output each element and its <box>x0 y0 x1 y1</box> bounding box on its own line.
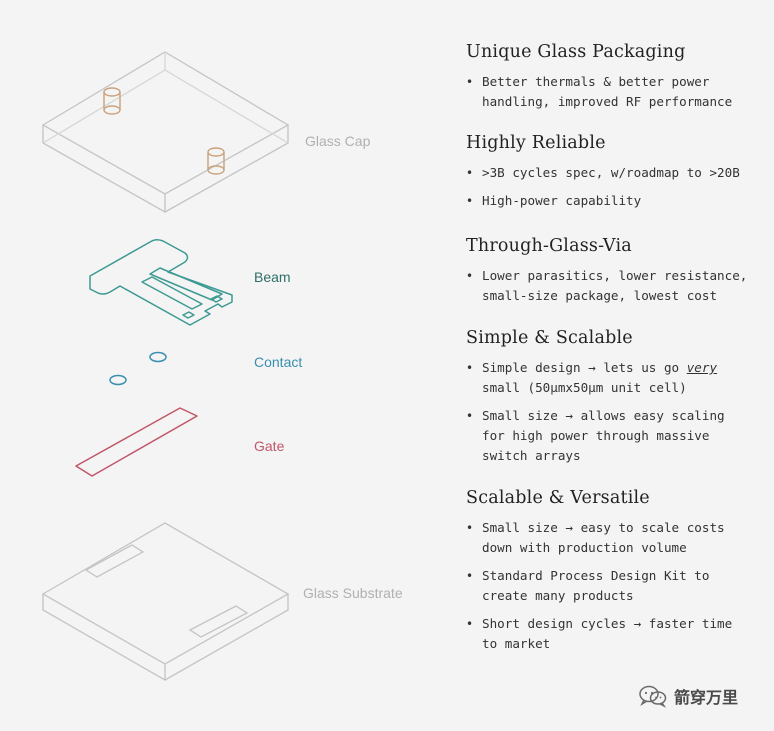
contact-label: Contact <box>254 354 302 370</box>
bullet-item: >3B cycles spec, w/roadmap to >20B <box>466 163 740 183</box>
section-unique-glass-packaging: Unique Glass Packaging Better thermals &… <box>466 42 732 120</box>
bullet-text-post: small (50μmx50μm unit cell) <box>482 380 687 395</box>
glass-cap-front-left <box>42 125 166 214</box>
glass-cap-top <box>41 51 290 195</box>
beam-label: Beam <box>254 269 291 285</box>
bullet-list: >3B cycles spec, w/roadmap to >20B High-… <box>466 163 740 211</box>
section-through-glass-via: Through-Glass-Via Lower parasitics, lowe… <box>466 236 747 314</box>
section-highly-reliable: Highly Reliable >3B cycles spec, w/roadm… <box>466 133 740 219</box>
glass-cap-label: Glass Cap <box>305 133 371 149</box>
beam-pad-2 <box>182 311 195 319</box>
bullet-list: Better thermals & better power handling,… <box>466 72 732 112</box>
section-title: Scalable & Versatile <box>466 488 650 508</box>
glass-substrate-top <box>41 522 290 665</box>
glass-substrate-front-right <box>164 594 289 681</box>
glass-cap <box>41 51 290 214</box>
section-title: Through-Glass-Via <box>466 236 632 256</box>
section-scalable-versatile: Scalable & Versatile Small size → easy t… <box>466 488 732 662</box>
glass-substrate-label: Glass Substrate <box>303 585 403 601</box>
watermark-text: 箭穿万里 <box>674 688 739 707</box>
bullet-list: Lower parasitics, lower resistance, smal… <box>466 266 747 306</box>
gate-label: Gate <box>254 438 285 454</box>
bullet-list: Small size → easy to scale costs down wi… <box>466 518 732 654</box>
watermark: 箭穿万里 <box>638 684 738 708</box>
through-glass-via-2 <box>207 147 225 175</box>
substrate-pad-1 <box>84 544 145 578</box>
glass-cap-front-right <box>164 125 289 213</box>
bullet-text-pre: Simple design → lets us go <box>482 360 687 375</box>
gate <box>75 407 198 477</box>
bullet-item: Lower parasitics, lower resistance, smal… <box>466 266 747 306</box>
through-glass-via-1 <box>103 87 121 115</box>
bullet-item: Simple design → lets us go very small (5… <box>466 358 725 398</box>
section-simple-scalable: Simple & Scalable Simple design → lets u… <box>466 328 725 474</box>
beam-slot-lower <box>141 276 203 310</box>
gate-outline <box>75 407 198 477</box>
beam-slot-upper <box>149 267 223 301</box>
bullet-emphasis: very <box>686 360 718 375</box>
contact-2 <box>109 374 127 386</box>
wechat-icon <box>639 685 667 708</box>
bullet-item: Small size → easy to scale costs down wi… <box>466 518 732 558</box>
bullet-list: Simple design → lets us go very small (5… <box>466 358 725 466</box>
bullet-item: High-power capability <box>466 191 740 211</box>
contact-1 <box>149 351 167 363</box>
substrate-pad-2 <box>188 605 249 638</box>
section-title: Unique Glass Packaging <box>466 42 686 62</box>
beam <box>89 238 233 326</box>
section-title: Simple & Scalable <box>466 328 633 348</box>
contacts <box>109 351 167 386</box>
glass-substrate <box>41 522 290 682</box>
bullet-item: Standard Process Design Kit to create ma… <box>466 566 732 606</box>
beam-pad-1 <box>210 295 223 303</box>
beam-outline <box>89 238 233 326</box>
bullet-item: Better thermals & better power handling,… <box>466 72 732 112</box>
glass-substrate-front-left <box>42 594 166 682</box>
section-title: Highly Reliable <box>466 133 606 153</box>
bullet-item: Small size → allows easy scaling for hig… <box>466 406 725 466</box>
glass-cap-inner-edges <box>42 69 289 144</box>
bullet-item: Short design cycles → faster time to mar… <box>466 614 732 654</box>
